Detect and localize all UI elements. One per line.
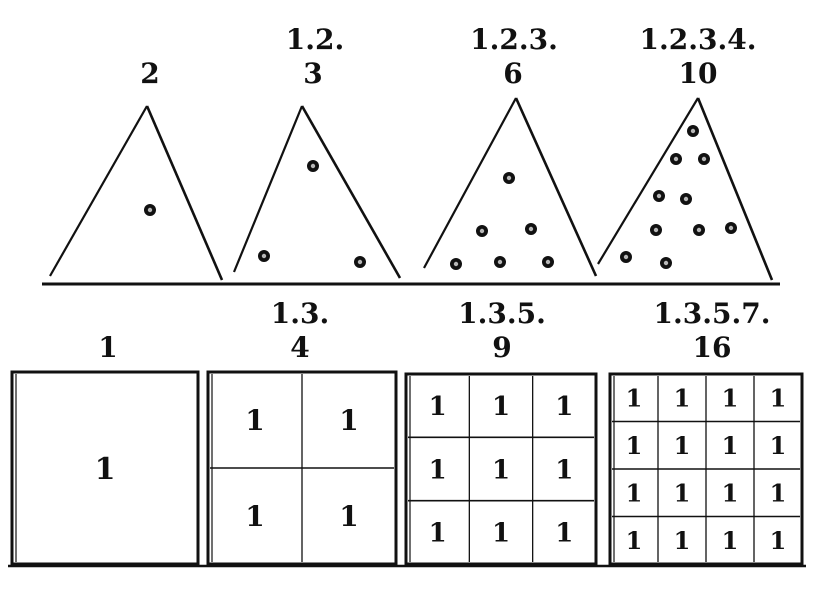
square-4-cell-value: 1 — [674, 478, 691, 507]
square-4-cell-value: 1 — [722, 526, 739, 555]
triangle-4-dot-highlight — [623, 254, 629, 260]
square-4-cell-value: 1 — [626, 478, 643, 507]
triangle-2-dot-highlight — [357, 259, 363, 265]
triangle-4-dot-highlight — [663, 260, 669, 266]
triangle-3-dot-highlight — [453, 261, 459, 267]
square-2-cell-value: 1 — [339, 404, 358, 437]
triangle-1-left-side — [49, 105, 148, 277]
square-4-cell-value: 1 — [626, 526, 643, 555]
square-2-sum: 1.3. — [270, 297, 330, 330]
square-4-cell-value: 1 — [770, 383, 787, 412]
square-2-total: 4 — [290, 331, 310, 364]
square-4-cell-value: 1 — [674, 383, 691, 412]
triangle-4-dot-highlight — [696, 227, 702, 233]
square-3-cell-value: 1 — [555, 392, 573, 422]
square-3-sum: 1.3.5. — [458, 297, 546, 330]
square-2-cell-value: 1 — [339, 500, 358, 533]
square-2-cell-value: 1 — [245, 404, 264, 437]
square-1-outline — [10, 370, 200, 566]
triangle-4-dot-highlight — [683, 196, 689, 202]
triangle-2-left-side — [232, 105, 304, 273]
square-4-cell-value: 1 — [770, 526, 787, 555]
square-3-outline — [404, 372, 598, 566]
triangle-2-right-side — [300, 105, 402, 279]
triangle-1-right-side — [145, 105, 224, 281]
square-2-outline — [206, 370, 398, 566]
triangle-4-dot-highlight — [673, 156, 679, 162]
triangle-3-dot-highlight — [528, 226, 534, 232]
square-3-cell-value: 1 — [429, 392, 447, 422]
triangle-4-dot-highlight — [653, 227, 659, 233]
triangle-4-dot-highlight — [656, 193, 662, 199]
triangle-2-total: 3 — [303, 57, 323, 90]
square-4-outline — [608, 372, 804, 566]
square-4-cell-value: 1 — [674, 431, 691, 460]
triangle-3-dot-highlight — [497, 259, 503, 265]
triangle-3-left-side — [423, 97, 517, 269]
square-4-cell-value: 1 — [770, 478, 787, 507]
square-4-total: 16 — [692, 331, 732, 364]
triangle-3-sum: 1.2.3. — [470, 23, 558, 56]
triangle-3-total: 6 — [503, 57, 523, 90]
triangle-4-dot-highlight — [690, 128, 696, 134]
triangle-2-dot-highlight — [310, 163, 316, 169]
square-3-cell-value: 1 — [555, 519, 573, 549]
square-4-cell-value: 1 — [626, 383, 643, 412]
triangle-4-dot-highlight — [701, 156, 707, 162]
square-4-cell-value: 1 — [722, 478, 739, 507]
triangle-4-left-side — [597, 97, 699, 265]
square-3-cell-value: 1 — [492, 519, 510, 549]
square-1-total: 1 — [98, 331, 118, 364]
square-3-cell-value: 1 — [429, 519, 447, 549]
triangle-2-sum: 1.2. — [285, 23, 345, 56]
triangle-1-total: 2 — [140, 57, 160, 90]
triangle-4-total: 10 — [678, 57, 718, 90]
square-3-cell-value: 1 — [555, 455, 573, 485]
triangle-1-dot-highlight — [147, 207, 153, 213]
triangle-4-dot-highlight — [728, 225, 734, 231]
square-4-cell-value: 1 — [722, 383, 739, 412]
square-2-cell-value: 1 — [245, 500, 264, 533]
triangle-3-right-side — [514, 97, 598, 277]
square-4-cell-value: 1 — [626, 431, 643, 460]
triangle-2-dot-highlight — [261, 253, 267, 259]
square-3-cell-value: 1 — [492, 455, 510, 485]
triangle-3-dot-highlight — [479, 228, 485, 234]
square-1-cell-value: 1 — [95, 452, 116, 487]
square-4-cell-value: 1 — [770, 431, 787, 460]
square-3-cell-value: 1 — [492, 392, 510, 422]
square-3-total: 9 — [492, 331, 512, 364]
triangle-4-sum: 1.2.3.4. — [639, 23, 757, 56]
square-4-cell-value: 1 — [722, 431, 739, 460]
triangle-4-right-side — [696, 97, 774, 281]
square-4-cell-value: 1 — [674, 526, 691, 555]
triangle-3-dot-highlight — [545, 259, 551, 265]
square-3-cell-value: 1 — [429, 455, 447, 485]
square-4-sum: 1.3.5.7. — [653, 297, 771, 330]
triangle-3-dot-highlight — [506, 175, 512, 181]
